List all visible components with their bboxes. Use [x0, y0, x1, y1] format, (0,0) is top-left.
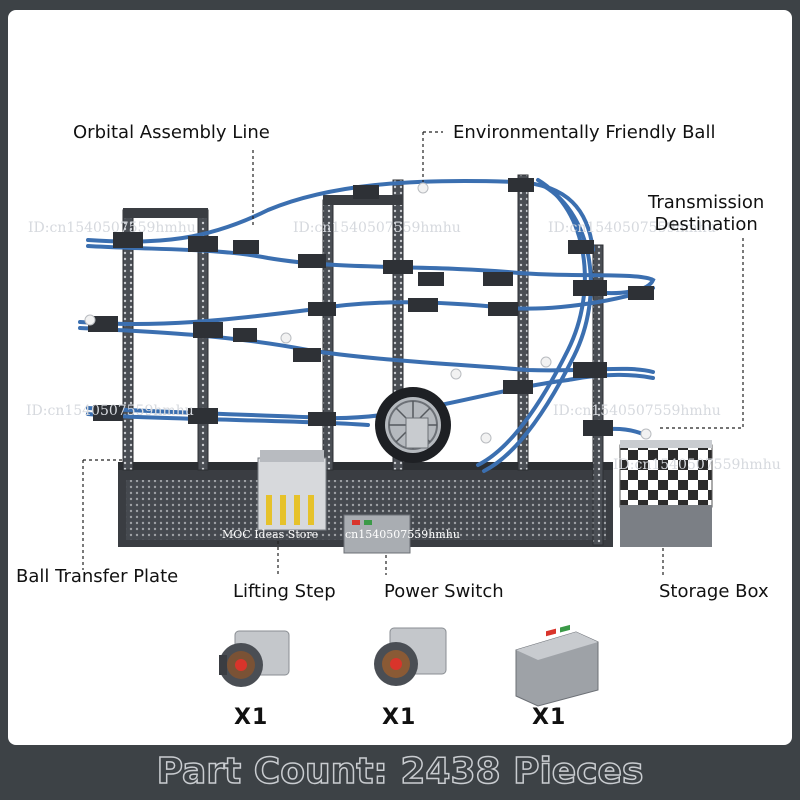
power-switch-label: Power Switch: [384, 581, 504, 602]
footer-banner: Part Count: 2438 Pieces: [0, 745, 800, 800]
storage-box-label: Storage Box: [659, 581, 769, 602]
ball-transfer-plate-label: Ball Transfer Plate: [16, 566, 179, 587]
watermark-text: ID:cn1540507559hmhu: [26, 403, 194, 419]
quantity-label: X1: [382, 705, 417, 730]
watermark-text: ID:cn1540507559hmhu: [553, 403, 721, 419]
product-image-panel: ID:cn1540507559hmhu ID:cn1540507559hmhu …: [8, 10, 792, 745]
orbital-assembly-line-label: Orbital Assembly Line: [73, 122, 270, 143]
quantity-label: X1: [234, 705, 269, 730]
watermark-text: ID:cn1540507559hmhu: [28, 220, 196, 236]
part-count-text: Part Count: 2438 Pieces: [156, 750, 644, 793]
store-id-watermark: cn1540507559hmhu: [345, 528, 460, 541]
watermark-text: ID:cn1540507559hmhu: [548, 220, 716, 236]
environmentally-friendly-ball-label: Environmentally Friendly Ball: [453, 122, 716, 143]
transmission-destination-label: Transmission Destination: [648, 192, 765, 235]
quantity-label: X1: [532, 705, 567, 730]
store-name-watermark: MOC Ideas Store: [222, 528, 319, 541]
watermark-text: ID:cn1540507559hmhu: [613, 457, 781, 473]
watermark-text: ID:cn1540507559hmhu: [293, 220, 461, 236]
lifting-step-label: Lifting Step: [233, 581, 336, 602]
marble-machine-illustration: [78, 131, 744, 707]
